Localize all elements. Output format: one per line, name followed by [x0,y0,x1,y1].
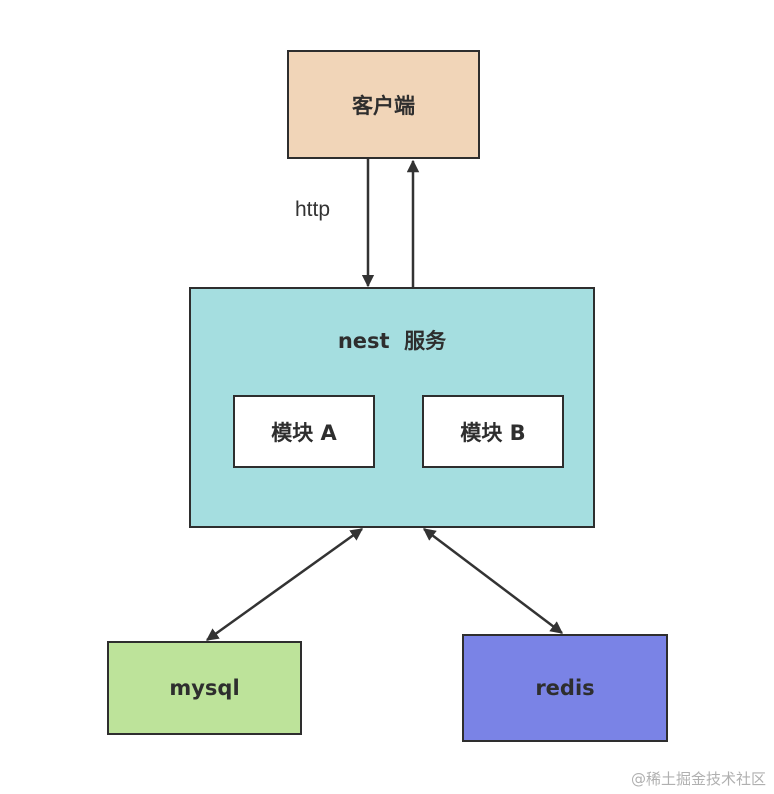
edge-nest-redis [423,528,563,634]
nest-service-label: nest 服务 [337,329,447,353]
module-a-node: 模块 A [233,395,375,468]
mysql-node: mysql [107,641,302,735]
watermark: @稀土掘金技术社区 [630,770,766,788]
redis-label: redis [535,676,595,700]
client-node: 客户端 [287,50,480,159]
http-edge-label: http [295,198,331,221]
module-a-label: 模块 A [271,420,337,445]
module-b-label: 模块 B [460,420,526,445]
module-b-node: 模块 B [422,395,564,468]
client-label: 客户端 [352,93,415,118]
redis-node: redis [462,634,668,742]
edge-nest-mysql [205,527,364,642]
mysql-label: mysql [169,676,240,700]
